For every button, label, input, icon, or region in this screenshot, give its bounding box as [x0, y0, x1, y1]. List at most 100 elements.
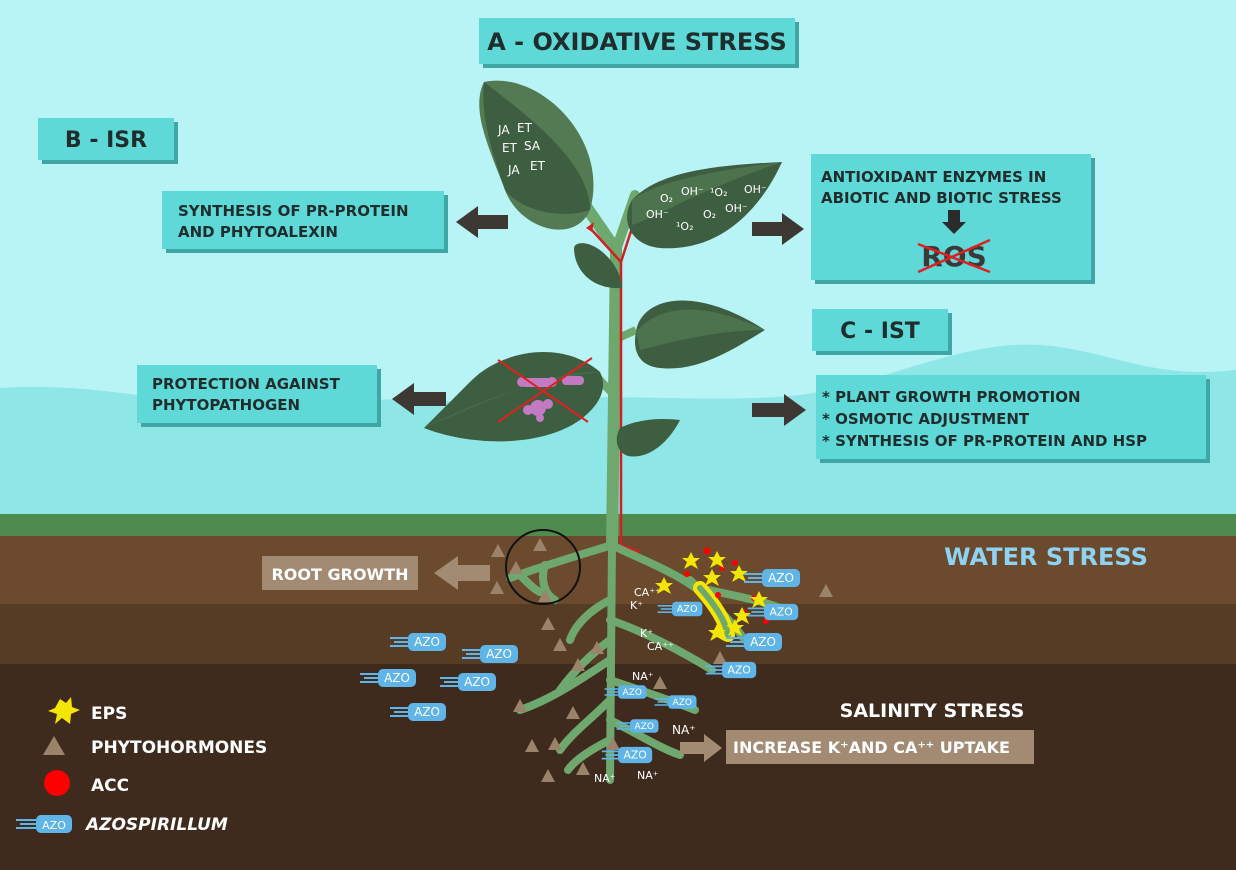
- ros-species-2: OH⁻: [681, 185, 704, 198]
- leaf-lower-right: [616, 418, 680, 457]
- header-oxidative-stress: A - OXIDATIVE STRESS: [479, 18, 799, 68]
- leaf-label-et-3: ET: [530, 159, 546, 173]
- box-protection: PROTECTION AGAINST PHYTOPATHOGEN: [137, 365, 381, 427]
- header-b-text: B - ISR: [65, 128, 147, 153]
- ros-species-6: O₂: [703, 208, 716, 221]
- label-uptake: INCREASE K⁺AND CA⁺⁺ UPTAKE: [726, 730, 1034, 764]
- azo-cell-text: AZO: [635, 722, 654, 732]
- box-synthesis: SYNTHESIS OF PR-PROTEIN AND PHYTOALEXIN: [162, 191, 448, 253]
- header-c-text: C - IST: [840, 319, 920, 344]
- uptake-text: INCREASE K⁺AND CA⁺⁺ UPTAKE: [733, 738, 1010, 757]
- synthesis-line-1: SYNTHESIS OF PR-PROTEIN: [178, 202, 409, 220]
- leaf-hormones: JA ET ET SA JA ET: [479, 80, 594, 230]
- legend-label-azospirillum: AZOSPIRILLUM: [84, 815, 228, 835]
- ros-species-8: ¹O₂: [676, 220, 693, 233]
- azo-cell-text: AZO: [769, 606, 792, 619]
- azospirillum-cell: AZO: [725, 632, 783, 652]
- pathogen-icon: [517, 376, 584, 422]
- ros-species-4: OH⁻: [744, 183, 767, 196]
- antioxidant-line-1: ANTIOXIDANT ENZYMES IN: [821, 168, 1046, 186]
- azospirillum-cell: AZO: [389, 702, 447, 722]
- azospirillum-cell: AZO: [603, 684, 648, 700]
- soil-deep: [0, 664, 1236, 870]
- leaf-label-sa: SA: [524, 139, 541, 153]
- box-antioxidant: ANTIOXIDANT ENZYMES IN ABIOTIC AND BIOTI…: [811, 154, 1095, 284]
- legend-label-phytohormones: PHYTOHORMONES: [91, 738, 267, 758]
- leaf-label-ja-1: JA: [497, 123, 510, 137]
- leaf-pathogen: [424, 352, 604, 442]
- leaf-ros: O₂ OH⁻ ¹O₂ OH⁻ OH⁻ O₂ OH⁻ ¹O₂: [627, 162, 782, 249]
- ion-na-4: NA⁺: [637, 769, 659, 782]
- legend-item-phytohormones: PHYTOHORMONES: [43, 736, 267, 758]
- plant-stem: [579, 190, 641, 554]
- arrow-left-root-growth: [434, 556, 490, 590]
- ion-k-2: K⁺: [640, 627, 653, 640]
- ros-species-7: OH⁻: [725, 202, 748, 215]
- azo-cell-text: AZO: [414, 705, 440, 719]
- azo-cell-text: AZO: [384, 671, 410, 685]
- azo-cell-text: AZO: [727, 664, 750, 677]
- legend-item-eps: EPS: [48, 697, 127, 724]
- azospirillum-cell: AZO: [461, 644, 519, 664]
- azo-cell-text: AZO: [464, 675, 490, 689]
- arrow-right-ist: [752, 394, 806, 426]
- azospirillum-cell: AZO: [439, 672, 497, 692]
- azospirillum-cell: AZO: [704, 661, 758, 679]
- phytohormone-icon: [43, 736, 65, 755]
- arrow-right-antioxidant: [752, 213, 804, 245]
- azo-cell-text: AZO: [750, 635, 776, 649]
- leaf-label-et-2: ET: [502, 141, 518, 155]
- azo-cell-text: AZO: [623, 749, 646, 762]
- root-growth-text: ROOT GROWTH: [271, 565, 408, 584]
- acc-icon: [44, 770, 70, 796]
- ion-na-1: NA⁺: [632, 670, 654, 683]
- ist-item-1: * PLANT GROWTH PROMOTION: [822, 388, 1081, 406]
- protection-line-1: PROTECTION AGAINST: [152, 375, 341, 393]
- ist-item-2: * OSMOTIC ADJUSTMENT: [822, 410, 1030, 428]
- azo-cell-text: AZO: [623, 688, 642, 698]
- azospirillum-icon: AZO: [16, 815, 72, 833]
- ion-na-2: NA⁺: [672, 723, 696, 737]
- legend: EPS PHYTOHORMONES ACC AZO AZOSPIRILLUM: [16, 697, 267, 835]
- leaf-upper-right-highlight: [636, 309, 765, 350]
- box-ist: * PLANT GROWTH PROMOTION * OSMOTIC ADJUS…: [816, 375, 1210, 463]
- arrow-right-uptake: [680, 734, 722, 762]
- ros-species-5: OH⁻: [646, 208, 669, 221]
- legend-label-eps: EPS: [91, 704, 127, 724]
- header-isr: B - ISR: [38, 118, 178, 164]
- ros-species-3: ¹O₂: [710, 186, 727, 199]
- header-a-text: A - OXIDATIVE STRESS: [487, 28, 787, 56]
- azospirillum-cell: AZO: [600, 746, 654, 764]
- ros-species-1: O₂: [660, 192, 673, 205]
- azo-cell-text: AZO: [768, 571, 794, 585]
- salinity-stress-label: SALINITY STRESS: [840, 700, 1025, 722]
- azospirillum-cell: AZO: [746, 603, 800, 621]
- ion-ca-1: CA⁺⁺: [634, 586, 661, 599]
- azospirillum-cells: AZO AZO AZO AZO AZO AZO AZO AZO AZO AZO AZO AZO AZO A…: [359, 568, 801, 764]
- azo-legend-text: AZO: [42, 819, 66, 832]
- azospirillum-cell: AZO: [656, 600, 704, 618]
- soil-mid: [0, 604, 1236, 664]
- azospirillum-cell: AZO: [743, 568, 801, 588]
- synthesis-line-2: AND PHYTOALEXIN: [178, 223, 338, 241]
- ion-k-1: K⁺: [630, 599, 643, 612]
- azospirillum-cell: AZO: [615, 718, 660, 734]
- azo-cell-text: AZO: [677, 604, 698, 615]
- legend-label-acc: ACC: [91, 776, 129, 796]
- ion-ca-2: CA⁺⁺: [647, 640, 674, 653]
- leaf-small-left: [574, 243, 622, 289]
- arrow-down-ros: [942, 210, 966, 234]
- azo-cell-text: AZO: [486, 647, 512, 661]
- ist-item-3: * SYNTHESIS OF PR-PROTEIN AND HSP: [822, 432, 1147, 450]
- azospirillum-cell: AZO: [359, 668, 417, 688]
- root-magnify-circle: [505, 529, 581, 605]
- azospirillum-cell: AZO: [653, 694, 698, 710]
- arrow-left-protection: [392, 383, 446, 415]
- legend-item-azospirillum: AZO AZOSPIRILLUM: [16, 815, 228, 835]
- protection-line-2: PHYTOPATHOGEN: [152, 396, 300, 414]
- azospirillum-cell: AZO: [389, 632, 447, 652]
- leaf-label-ja-2: JA: [507, 163, 520, 177]
- arrow-left-synthesis: [456, 206, 508, 238]
- water-stress-label: WATER STRESS: [944, 543, 1148, 571]
